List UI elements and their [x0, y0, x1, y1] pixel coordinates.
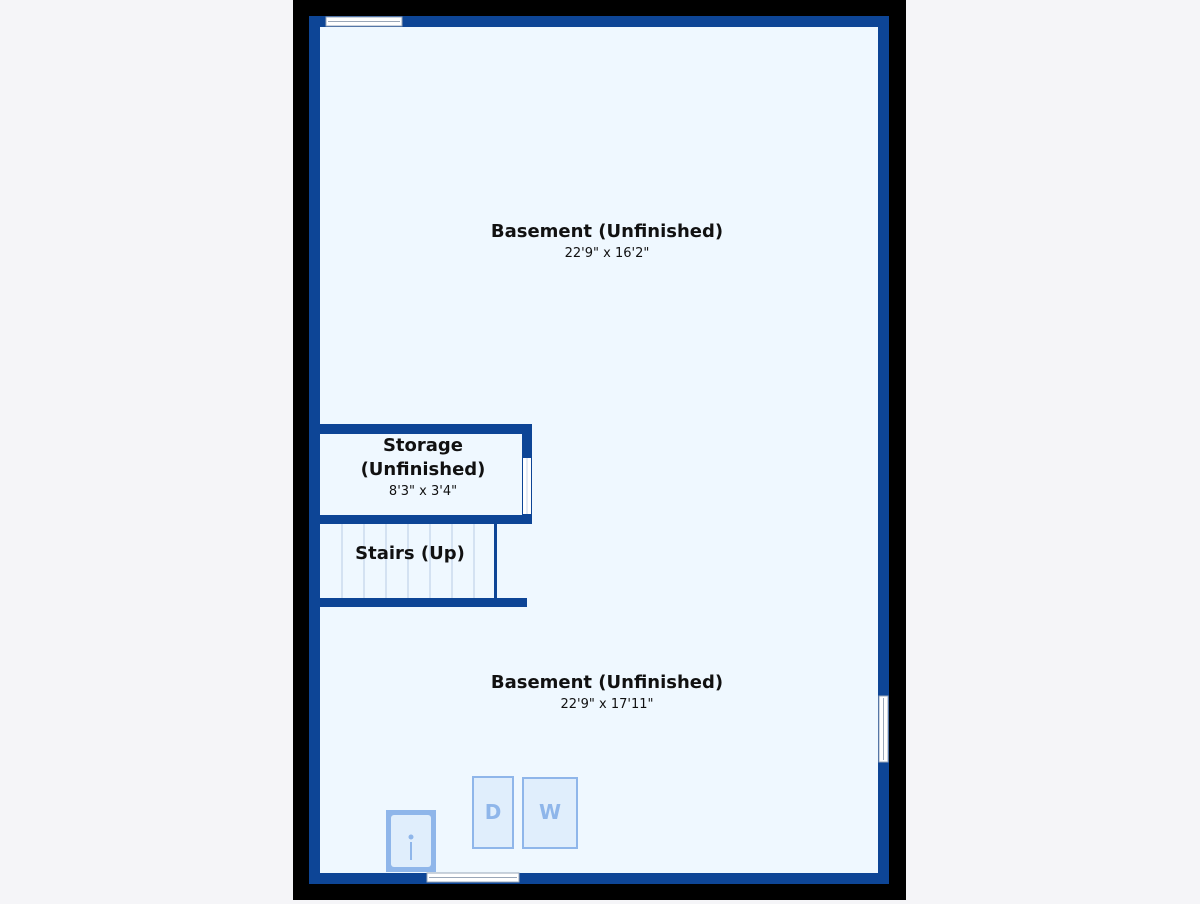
- sink-icon: [386, 810, 436, 872]
- room-label-basement-bottom: Basement (Unfinished) 22'9" x 17'11": [491, 671, 723, 714]
- storage-bottom-wall: [320, 515, 532, 524]
- dryer-icon: D: [472, 776, 514, 849]
- dryer-letter: D: [485, 800, 502, 824]
- basement-floor: [320, 27, 878, 873]
- room-dimensions: 22'9" x 17'11": [560, 697, 654, 712]
- room-label-basement-top: Basement (Unfinished) 22'9" x 16'2": [491, 220, 723, 263]
- window-bottom: [426, 872, 520, 883]
- stairs-bottom-wall: [320, 598, 527, 607]
- window-top: [325, 16, 403, 27]
- washer-icon: W: [522, 777, 578, 849]
- room-label-storage: Storage (Unfinished) 8'3" x 3'4": [361, 434, 486, 501]
- washer-letter: W: [539, 800, 561, 824]
- room-name: Storage: [382, 435, 464, 456]
- room-name: Basement (Unfinished): [490, 221, 724, 242]
- room-name: Basement (Unfinished): [490, 672, 724, 693]
- stairs-railing: [494, 524, 497, 598]
- room-name: Stairs (Up): [355, 543, 465, 564]
- window-right: [878, 695, 889, 763]
- room-dimensions: 8'3" x 3'4": [388, 484, 458, 499]
- storage-top-wall: [320, 424, 532, 434]
- stairs: [320, 524, 527, 607]
- room-label-stairs: Stairs (Up): [355, 542, 465, 566]
- room-name-line2: (Unfinished): [360, 459, 486, 480]
- room-dimensions: 22'9" x 16'2": [564, 246, 650, 261]
